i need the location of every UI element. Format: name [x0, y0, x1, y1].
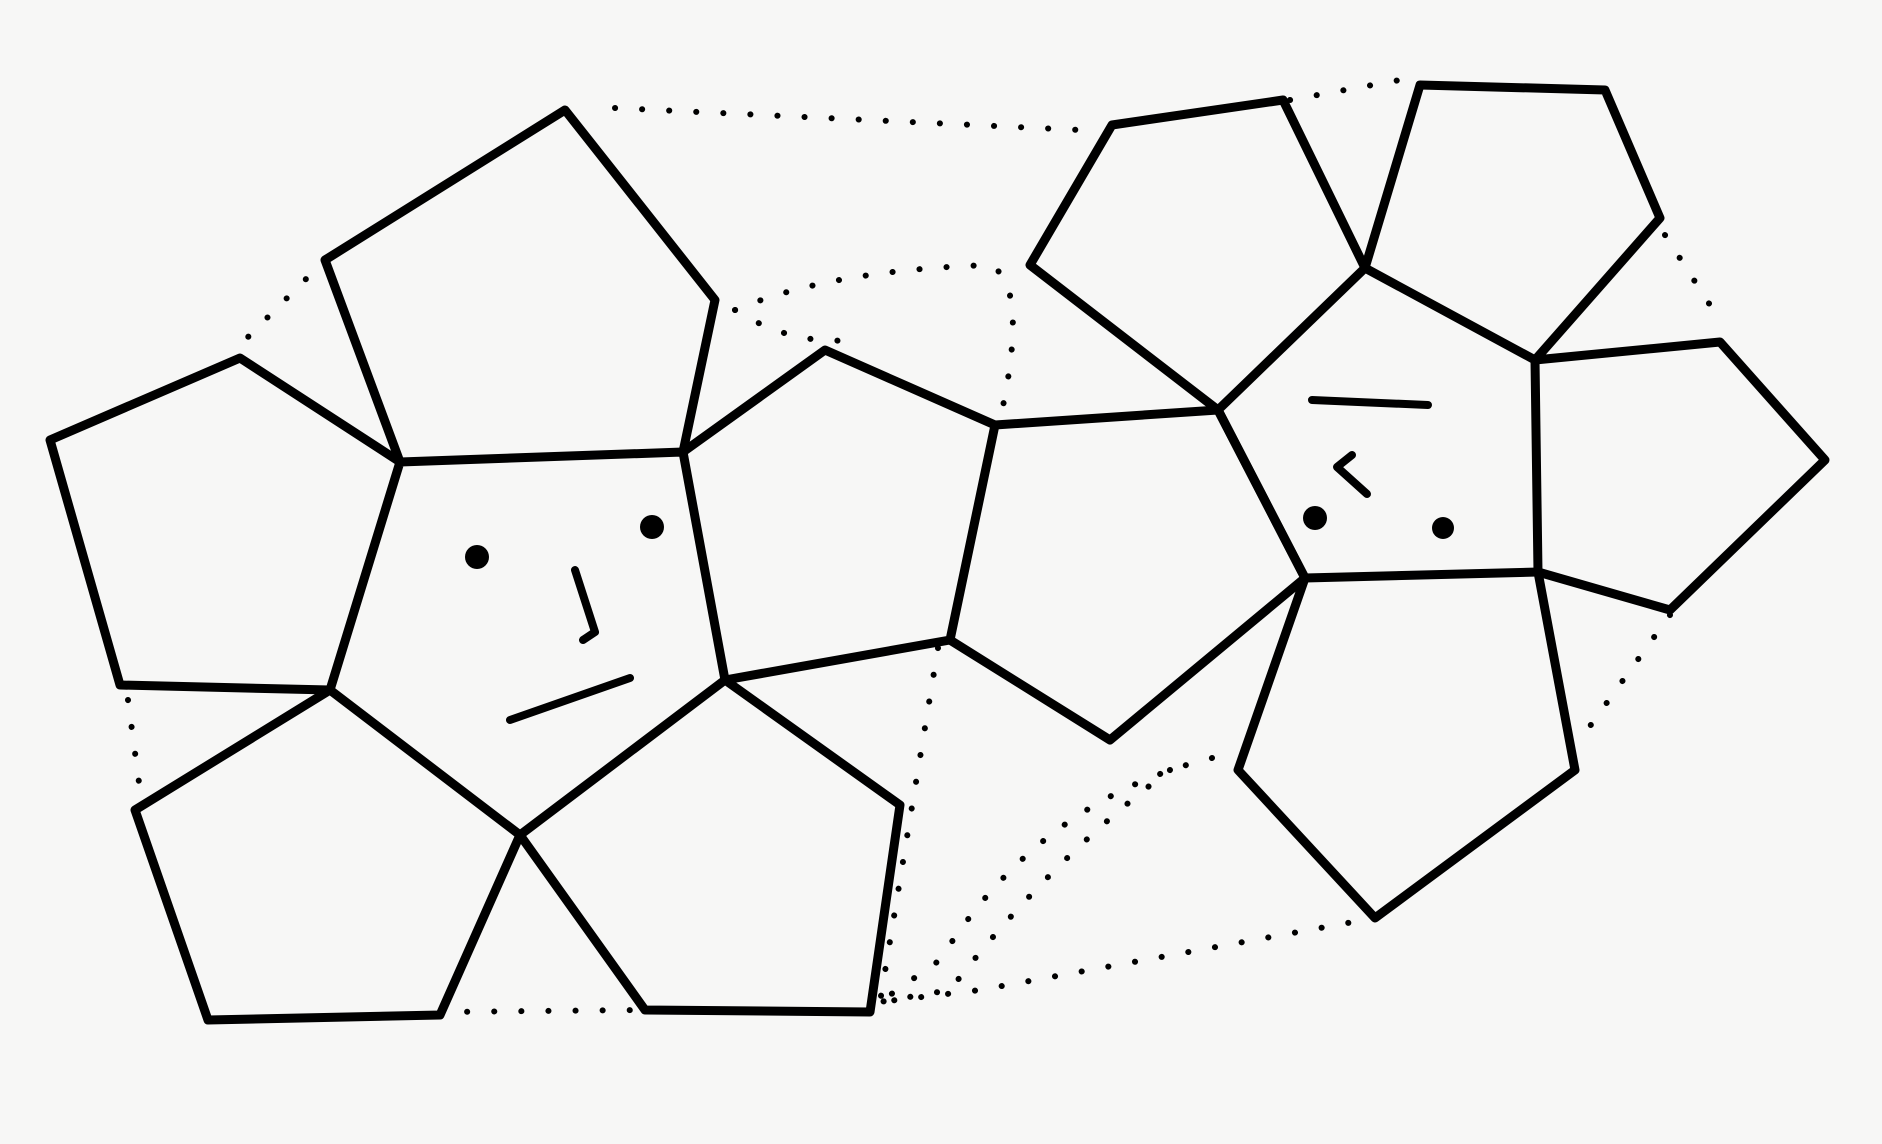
- fold-line-center-down: [877, 645, 941, 1005]
- fold-line-bottom-right: [877, 915, 1378, 1005]
- left-half: [45, 105, 1000, 1025]
- fold-line-bottom-left: [437, 1007, 643, 1015]
- face-right-center: [1213, 263, 1543, 583]
- fold-line-top-right: [1287, 77, 1403, 103]
- fold-line-right-upper: [1662, 232, 1713, 308]
- mouth-left-face: [506, 674, 634, 724]
- fold-line-top: [612, 105, 1083, 133]
- left-eye-right-face: [1303, 506, 1327, 530]
- face-right-left: [945, 405, 1310, 745]
- face-left-upper-left: [45, 353, 405, 695]
- face-drawing-left: [465, 515, 664, 724]
- fold-line-left-lower: [125, 697, 143, 793]
- face-right-upper-right: [1360, 80, 1665, 365]
- face-left-center: [325, 447, 730, 840]
- fold-line-right-lower: [1577, 612, 1673, 743]
- nose-right-face: [1333, 451, 1371, 498]
- fold-line-center-curve-b: [877, 767, 1173, 1005]
- face-drawing-right: [1303, 396, 1454, 539]
- fold-line-left-upper: [242, 257, 328, 343]
- fold-line-center-curve-a: [877, 755, 1215, 1005]
- fold-lines: [125, 77, 1713, 1015]
- nose-left-face: [571, 566, 599, 644]
- face-left-top: [320, 105, 720, 467]
- right-eye-right-face: [1432, 517, 1454, 539]
- face-right-bottom: [1233, 567, 1580, 923]
- right-half: [945, 80, 1830, 923]
- face-left-lower-left: [130, 685, 525, 1025]
- fold-line-middle-top: [732, 261, 1016, 423]
- face-left-right: [678, 345, 1000, 685]
- face-left-lower-right: [515, 675, 905, 1017]
- mouth-right-face: [1308, 396, 1432, 409]
- face-right-right: [1530, 337, 1830, 615]
- left-eye-left-face: [465, 545, 489, 569]
- face-right-upper-left: [1025, 95, 1370, 415]
- fold-line-middle-top-inner: [732, 307, 853, 344]
- right-eye-left-face: [640, 515, 664, 539]
